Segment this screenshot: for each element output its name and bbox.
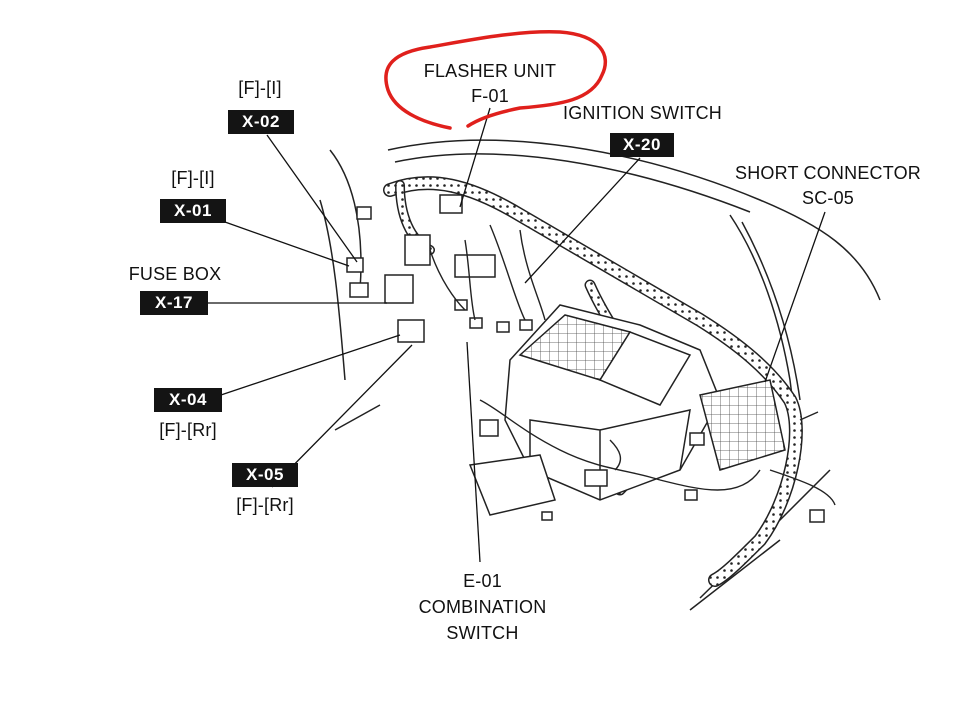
- x05-location: [F]-[Rr]: [236, 495, 294, 515]
- x01-location: [F]-[I]: [171, 168, 215, 188]
- x04-tag: X-04: [154, 388, 222, 412]
- x02-location: [F]-[I]: [238, 78, 282, 98]
- highlight-circle: [384, 29, 608, 130]
- flasher-unit-code: F-01: [471, 86, 509, 106]
- short-connector-label: SHORT CONNECTOR: [734, 163, 922, 183]
- flasher-unit-label: FLASHER UNIT: [423, 61, 557, 81]
- ignition-switch-label: IGNITION SWITCH: [563, 103, 722, 123]
- fuse-box-tag: X-17: [140, 291, 208, 315]
- heater-unit: [468, 304, 786, 516]
- x05-tag: X-05: [232, 463, 298, 487]
- x02-tag: X-02: [228, 110, 294, 134]
- combination-switch-label-1: COMBINATION: [418, 597, 547, 617]
- branch-wires: [429, 224, 836, 506]
- x04-location: [F]-[Rr]: [159, 420, 217, 440]
- combination-switch-label-2: SWITCH: [446, 623, 519, 643]
- combination-switch-code: E-01: [463, 571, 502, 591]
- fuse-box-label: FUSE BOX: [128, 264, 222, 284]
- ignition-switch-tag: X-20: [610, 133, 674, 157]
- x01-tag: X-01: [160, 199, 226, 223]
- short-connector-code: SC-05: [801, 188, 855, 208]
